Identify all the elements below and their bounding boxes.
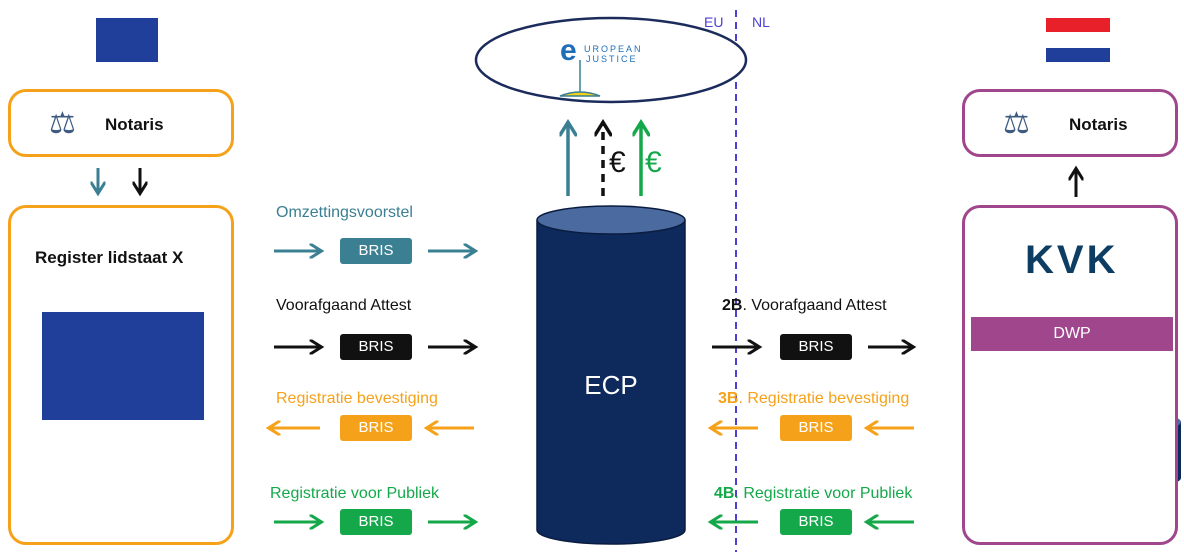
scale-quill-icon-right: ⚖ [1003, 107, 1030, 140]
justice-scale-icon [559, 60, 601, 97]
flow-2b-num: 2B [722, 297, 743, 314]
notaris-right-label: Notaris [1069, 115, 1128, 134]
nl-label: NL [752, 14, 770, 30]
ejustice-logo-letter: e [560, 34, 577, 67]
flow-3b-text: . Registratie bevestiging [738, 390, 910, 407]
flow-label-2b: 2B. Voorafgaand Attest [722, 297, 887, 315]
flow-label-omzettingsvoorstel: Omzettingsvoorstel [276, 204, 413, 221]
dwp-bar: DWP [971, 317, 1173, 351]
flow-4b-text: . Registratie voor Publiek [734, 485, 913, 502]
euro-black: € [609, 146, 626, 179]
kvk-box: KVK DWP [962, 205, 1178, 545]
register-box: Register lidstaat X [8, 205, 234, 545]
nl-flag [1046, 18, 1110, 62]
ejustice-ellipse [474, 16, 748, 104]
bris-badge: BRIS [340, 238, 412, 264]
ecm-label: ECM [1113, 442, 1149, 459]
flow-label-voorafgaand-attest: Voorafgaand Attest [276, 297, 412, 314]
register-title: Register lidstaat X [35, 248, 184, 267]
dwp-label: DWP [1053, 325, 1091, 342]
euro-green: € [645, 146, 662, 179]
eu-flag-small [96, 18, 158, 62]
ejustice-logo-line2: JUSTICE [586, 54, 638, 64]
notaris-box-left: ⚖ Notaris [8, 89, 234, 157]
nl-flag-blue [1046, 48, 1110, 62]
bris-badge: BRIS [780, 415, 852, 441]
notaris-left-label: Notaris [105, 115, 164, 134]
nl-flag-red [1046, 18, 1110, 32]
bris-badge: BRIS [340, 509, 412, 535]
hr-label: HR [1010, 442, 1034, 459]
flow-label-4b: 4B. Registratie voor Publiek [714, 485, 912, 503]
notaris-box-right: ⚖ Notaris [962, 89, 1178, 157]
scale-quill-icon: ⚖ [49, 107, 76, 140]
ecp-label: ECP [584, 370, 638, 400]
kvk-logo: KVK [1025, 238, 1119, 282]
ejustice-logo-line1: UROPEAN [584, 44, 643, 54]
flow-4b-num: 4B [714, 485, 735, 502]
flow-3b-num: 3B [718, 390, 739, 407]
ecp-cylinder [536, 205, 686, 545]
flow-label-registratie-bevestiging: Registratie bevestiging [276, 390, 438, 407]
nl-flag-white [1046, 32, 1110, 48]
bris-badge: BRIS [780, 334, 852, 360]
bris-badge: BRIS [340, 334, 412, 360]
eu-flag-large [42, 312, 204, 420]
bris-badge: BRIS [340, 415, 412, 441]
flow-2b-text: . Voorafgaand Attest [742, 297, 887, 314]
bris-badge: BRIS [780, 509, 852, 535]
flow-label-3b: 3B. Registratie bevestiging [718, 390, 909, 408]
eu-label: EU [704, 14, 724, 30]
flow-label-registratie-voor-publiek: Registratie voor Publiek [270, 485, 439, 502]
